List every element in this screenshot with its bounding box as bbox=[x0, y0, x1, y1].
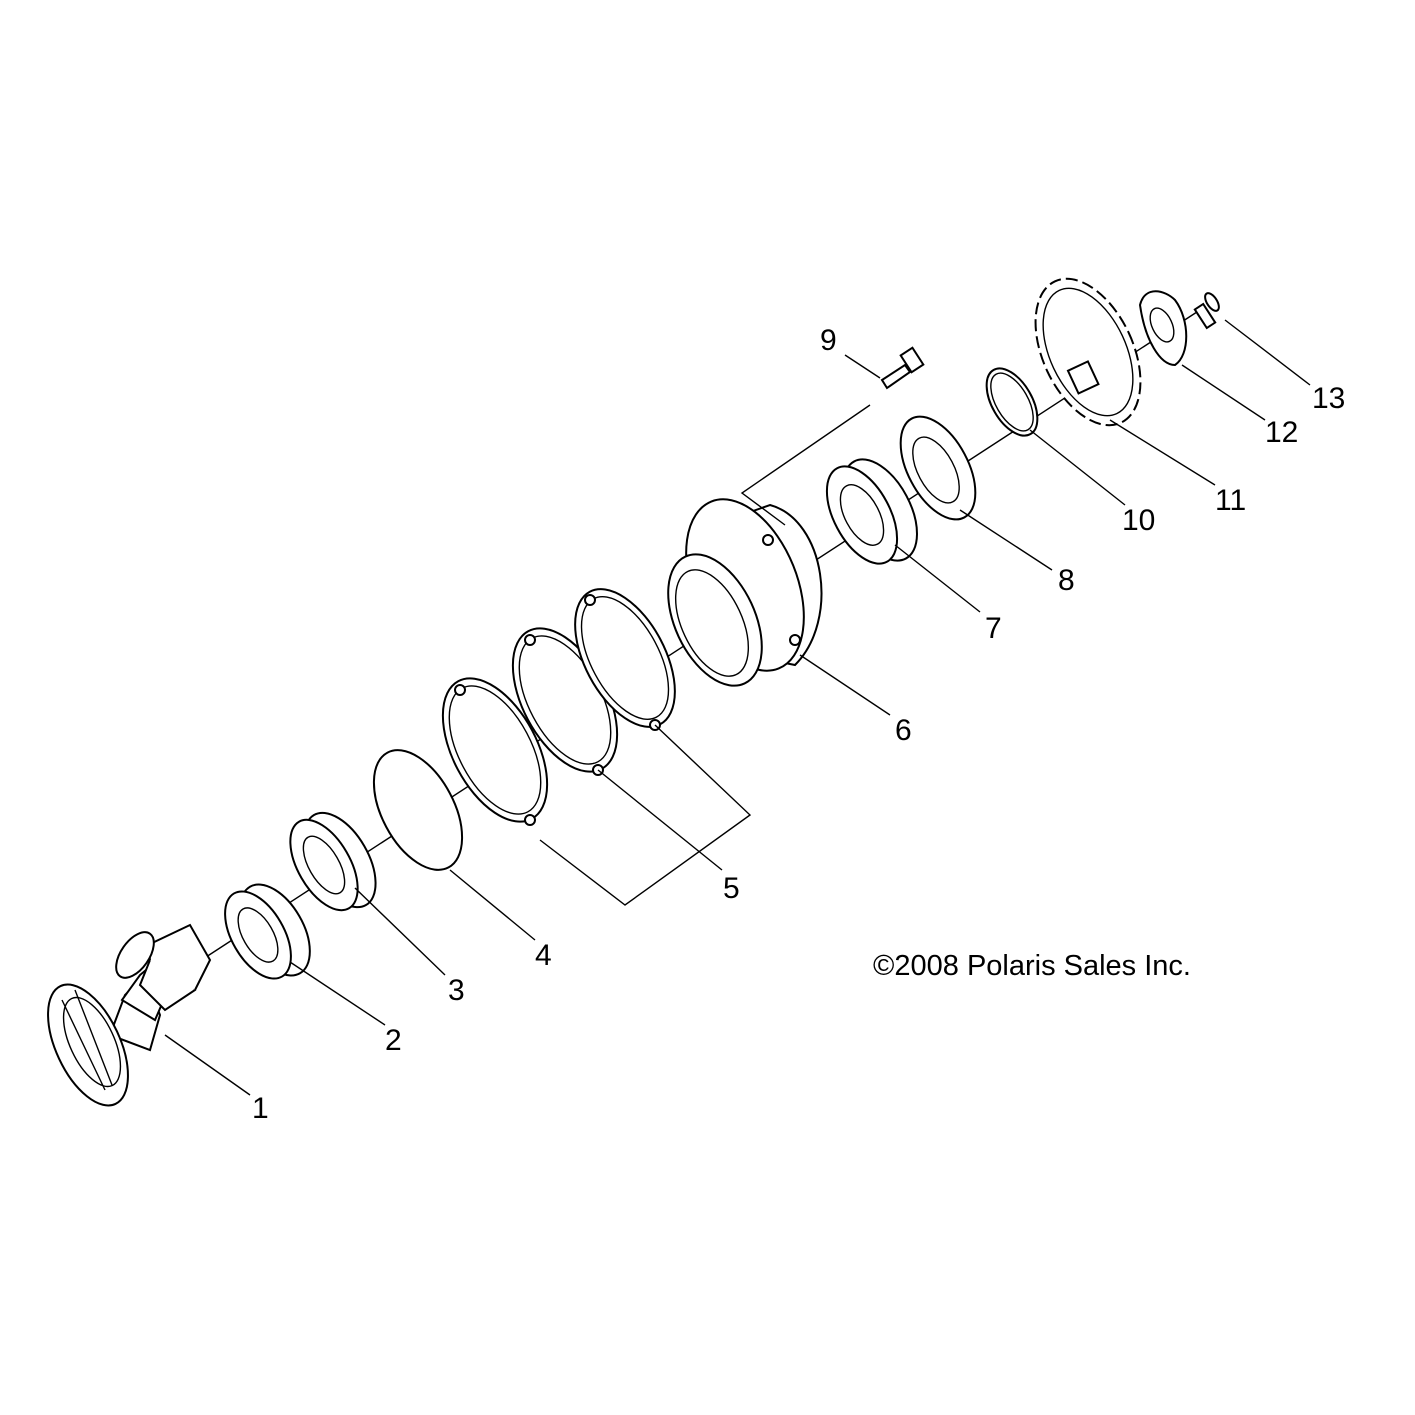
part-12-retainer-plate[interactable] bbox=[1138, 290, 1188, 367]
callout-8: 8 bbox=[1058, 564, 1075, 597]
leader-2 bbox=[289, 961, 386, 1026]
leader-10 bbox=[1029, 429, 1126, 506]
callout-1: 1 bbox=[252, 1092, 269, 1125]
part-8-seal[interactable] bbox=[885, 404, 991, 531]
leader-5 bbox=[539, 724, 752, 906]
callout-10: 10 bbox=[1122, 504, 1155, 537]
leader-9 bbox=[844, 354, 881, 379]
leader-11 bbox=[1109, 419, 1216, 486]
part-11-sprocket[interactable] bbox=[1014, 262, 1161, 441]
center-axis bbox=[139, 309, 1201, 1001]
leader-13 bbox=[1224, 319, 1311, 386]
callout-13: 13 bbox=[1312, 382, 1345, 415]
callout-4: 4 bbox=[535, 939, 552, 972]
callout-6: 6 bbox=[895, 714, 912, 747]
callout-11: 11 bbox=[1215, 484, 1246, 517]
leader-7 bbox=[894, 544, 981, 613]
part-7-bearing[interactable] bbox=[812, 447, 932, 575]
leader-6 bbox=[799, 654, 891, 716]
part-1-bevel-gear-shaft[interactable] bbox=[32, 923, 212, 1117]
part-10-snap-ring[interactable] bbox=[976, 360, 1048, 444]
leader-8 bbox=[959, 509, 1053, 571]
part-4-o-ring[interactable] bbox=[356, 736, 481, 885]
part-13-bolt[interactable] bbox=[1193, 291, 1222, 330]
leader-1 bbox=[164, 1034, 251, 1096]
callout-12: 12 bbox=[1265, 416, 1298, 449]
callout-5: 5 bbox=[723, 872, 740, 905]
callout-7: 7 bbox=[985, 612, 1002, 645]
part-6-bearing-housing[interactable] bbox=[649, 482, 827, 700]
leader-3 bbox=[354, 887, 446, 976]
callout-3: 3 bbox=[448, 974, 465, 1007]
part-2-bearing[interactable] bbox=[211, 873, 324, 990]
callout-9: 9 bbox=[820, 324, 837, 357]
part-9-bolt[interactable] bbox=[880, 346, 925, 390]
leader-12 bbox=[1181, 364, 1266, 421]
part-3-bearing[interactable] bbox=[276, 801, 390, 921]
callout-2: 2 bbox=[385, 1024, 402, 1057]
part-5-gasket-set[interactable] bbox=[421, 573, 695, 839]
copyright-notice: ©2008 Polaris Sales Inc. bbox=[873, 950, 1191, 982]
leader-4 bbox=[449, 869, 536, 941]
